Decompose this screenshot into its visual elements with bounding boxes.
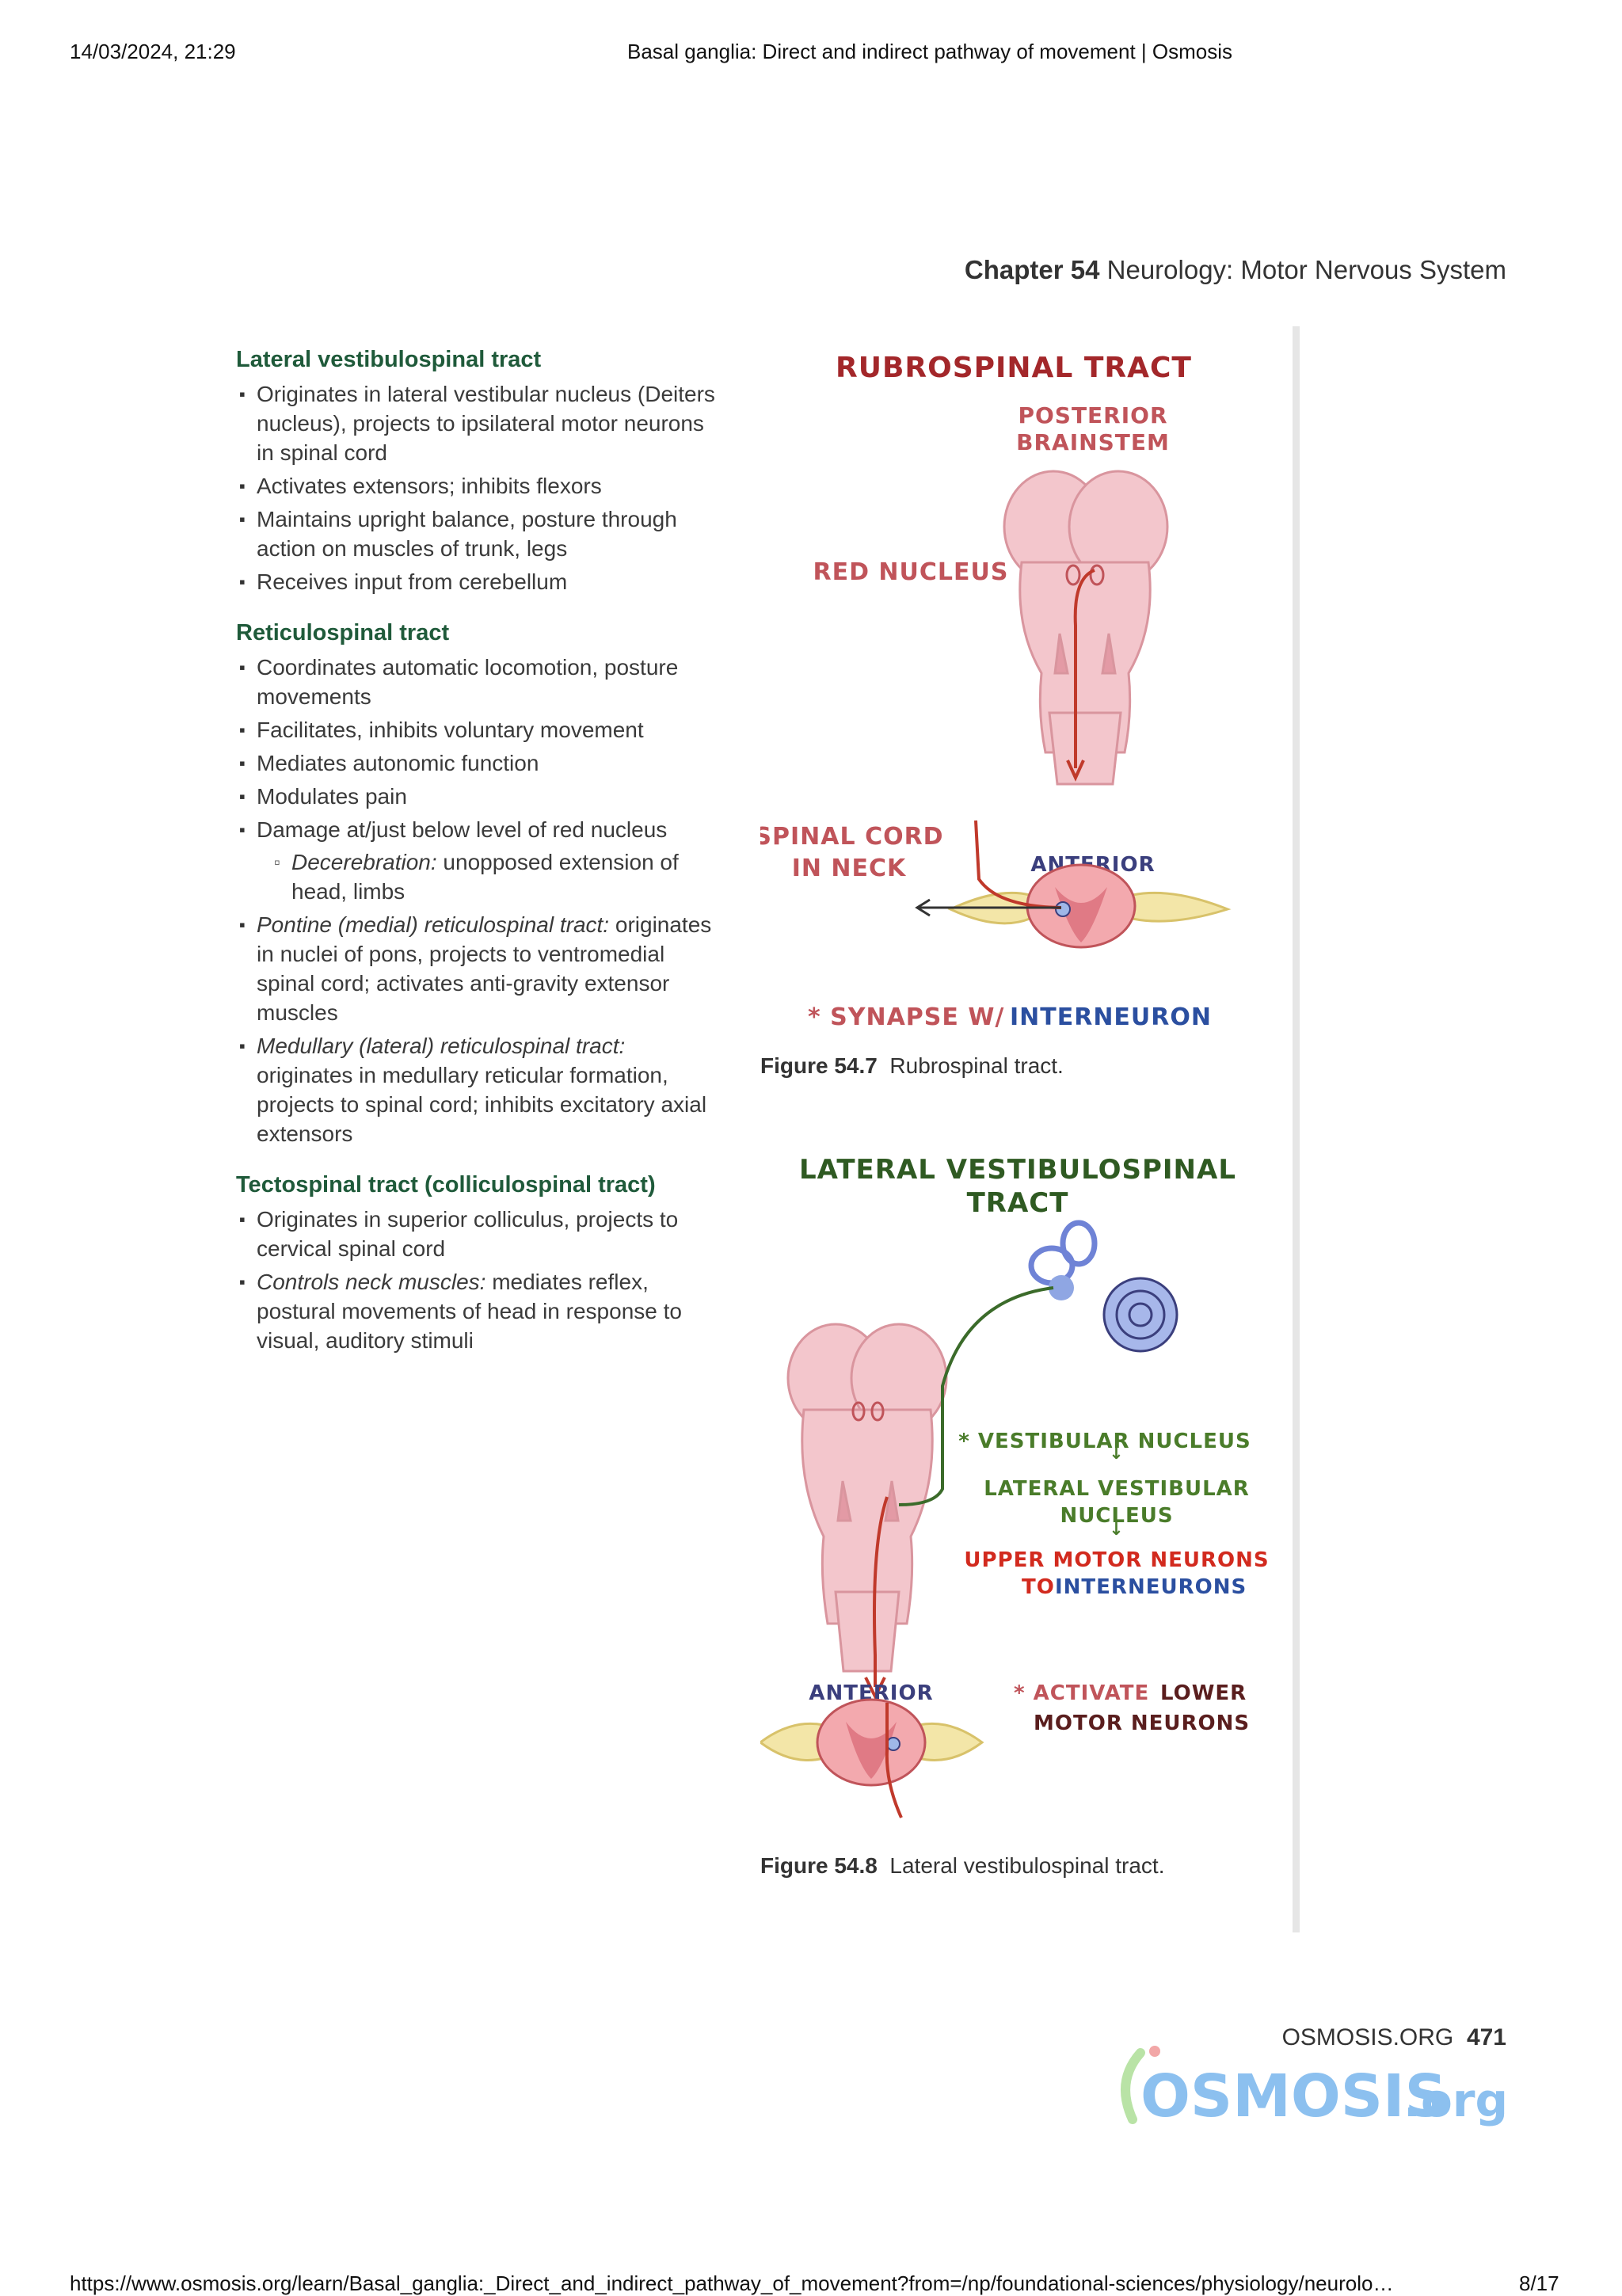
logo-arc bbox=[1121, 2048, 1145, 2124]
section-heading: Reticulospinal tract bbox=[236, 620, 450, 645]
bullet-item: Activates extensors; inhibits flexors bbox=[236, 471, 727, 501]
text-column: Lateral vestibulospinal tract Originates… bbox=[236, 345, 727, 1377]
bullet-item: Damage at/just below level of red nucleu… bbox=[236, 815, 727, 906]
arrow-down-glyph: ↓ bbox=[1109, 1444, 1124, 1464]
bullet-item: Receives input from cerebellum bbox=[236, 567, 727, 596]
label-posterior: POSTERIOR bbox=[1018, 402, 1167, 428]
tract-arrow bbox=[873, 1496, 889, 1687]
arrowhead bbox=[1066, 760, 1085, 782]
bullet-item: Originates in lateral vestibular nucleus… bbox=[236, 379, 727, 467]
arrow-down-glyph: ↓ bbox=[1109, 1520, 1124, 1540]
column-divider bbox=[1293, 326, 1300, 1932]
chapter-title: Neurology: Motor Nervous System bbox=[1106, 255, 1506, 284]
bullet-term: Decerebration: bbox=[291, 850, 437, 874]
vestibular-afferent bbox=[898, 1286, 1054, 1506]
bullet-item: Modulates pain bbox=[236, 782, 727, 811]
label-motor-neurons: MOTOR NEURONS bbox=[1034, 1712, 1250, 1735]
arrowhead bbox=[915, 898, 931, 917]
section-heading: Lateral vestibulospinal tract bbox=[236, 347, 542, 372]
rubrospinal-illustration: RUBROSPINAL TRACT POSTERIOR BRAINSTEM RE… bbox=[760, 352, 1232, 1031]
label-lower: LOWER bbox=[1160, 1681, 1247, 1705]
section-lateral-vestibulospinal: Lateral vestibulospinal tract Originates… bbox=[236, 345, 727, 596]
inner-ear-drawing bbox=[1028, 1220, 1178, 1353]
bullet-item: Coordinates automatic locomotion, postur… bbox=[236, 653, 727, 711]
bullet-term: Controls neck muscles: bbox=[257, 1270, 486, 1294]
bullet-term: Medullary (lateral) reticulospinal tract… bbox=[257, 1034, 626, 1058]
label-lateral-vestibular: LATERAL VESTIBULAR bbox=[984, 1477, 1250, 1501]
label-activate: * ACTIVATE bbox=[1014, 1681, 1149, 1705]
tract-arrow bbox=[1073, 569, 1095, 768]
figure-title-line1: LATERAL VESTIBULOSPINAL bbox=[799, 1154, 1236, 1186]
osmosis-logo: OSMOSIS .org bbox=[1109, 2034, 1508, 2141]
logo-dot bbox=[1149, 2046, 1160, 2057]
label-in-neck: IN NECK bbox=[792, 855, 907, 882]
figure-title-line2: TRACT bbox=[967, 1187, 1069, 1219]
page-number: 471 bbox=[1466, 2024, 1506, 2050]
bullet-text: mediates reflex, postural movements of h… bbox=[257, 1270, 682, 1353]
label-brainstem: BRAINSTEM bbox=[1016, 429, 1170, 455]
figure-title: RUBROSPINAL TRACT bbox=[836, 352, 1192, 384]
logo-text: OSMOSIS bbox=[1140, 2062, 1447, 2130]
note-synapse: * SYNAPSE W/ bbox=[808, 1003, 1004, 1031]
print-url: https://www.osmosis.org/learn/Basal_gang… bbox=[70, 2271, 1394, 2295]
sub-bullet-item: Decerebration: unopposed extension of he… bbox=[257, 847, 727, 906]
print-page-count: 8/17 bbox=[1519, 2271, 1559, 2295]
bullet-item: Controls neck muscles: mediates reflex, … bbox=[236, 1267, 727, 1355]
label-upper-motor-neurons: UPPER MOTOR NEURONS bbox=[964, 1548, 1267, 1572]
label-to: TO bbox=[1022, 1575, 1055, 1599]
section-reticulospinal: Reticulospinal tract Coordinates automat… bbox=[236, 619, 727, 1148]
caption-label: Figure 54.7 bbox=[760, 1053, 878, 1078]
note-interneuron: INTERNEURON bbox=[1010, 1003, 1212, 1031]
vestibulospinal-illustration: LATERAL VESTIBULOSPINAL TRACT * VES bbox=[760, 1154, 1267, 1818]
label-spinal-cord: SPINAL CORD bbox=[760, 823, 944, 851]
figure-rubrospinal: RUBROSPINAL TRACT POSTERIOR BRAINSTEM RE… bbox=[760, 341, 1267, 1079]
bullet-term: Pontine (medial) reticulospinal tract: bbox=[257, 912, 610, 937]
bullet-text: originates in nuclei of pons, projects t… bbox=[257, 912, 712, 1025]
chapter-header: Chapter 54 Neurology: Motor Nervous Syst… bbox=[965, 255, 1506, 285]
label-interneurons: INTERNEURONS bbox=[1055, 1575, 1247, 1599]
bullet-item: Pontine (medial) reticulospinal tract: o… bbox=[236, 910, 727, 1027]
bullet-item: Originates in superior colliculus, proje… bbox=[236, 1205, 727, 1263]
chapter-label: Chapter 54 bbox=[964, 255, 1100, 284]
arrowhead bbox=[864, 1677, 886, 1700]
bullet-item: Facilitates, inhibits voluntary movement bbox=[236, 715, 727, 744]
bullet-item: Mediates autonomic function bbox=[236, 748, 727, 778]
print-page-title: Basal ganglia: Direct and indirect pathw… bbox=[627, 40, 1232, 63]
site-name: OSMOSIS.ORG bbox=[1281, 2024, 1454, 2050]
page-number-block: OSMOSIS.ORG 471 bbox=[1282, 2024, 1506, 2051]
brainstem-drawing bbox=[1003, 470, 1169, 786]
bullet-text: unopposed extension of head, limbs bbox=[291, 850, 679, 904]
caption-label: Figure 54.8 bbox=[760, 1853, 878, 1878]
section-heading: Tectospinal tract (colliculospinal tract… bbox=[236, 1172, 656, 1197]
print-datetime: 14/03/2024, 21:29 bbox=[70, 40, 236, 63]
figure-lateral-vestibulospinal: LATERAL VESTIBULOSPINAL TRACT * VES bbox=[760, 1148, 1267, 1879]
spinal-cord-cross-section bbox=[760, 1698, 984, 1787]
bullet-text: Damage at/just below level of red nucleu… bbox=[257, 817, 668, 842]
section-tectospinal: Tectospinal tract (colliculospinal tract… bbox=[236, 1171, 727, 1355]
figure-caption: Figure 54.7 Rubrospinal tract. bbox=[760, 1053, 1267, 1079]
brainstem-drawing bbox=[786, 1323, 948, 1673]
figure-caption: Figure 54.8 Lateral vestibulospinal trac… bbox=[760, 1853, 1267, 1879]
bullet-text: originates in medullary reticular format… bbox=[257, 1063, 707, 1146]
bullet-item: Medullary (lateral) reticulospinal tract… bbox=[236, 1031, 727, 1148]
logo-suffix: .org bbox=[1403, 2073, 1505, 2127]
label-nucleus: NUCLEUS bbox=[1060, 1504, 1173, 1528]
bullet-item: Maintains upright balance, posture throu… bbox=[236, 505, 727, 563]
caption-text: Lateral vestibulospinal tract. bbox=[889, 1853, 1165, 1878]
caption-text: Rubrospinal tract. bbox=[889, 1053, 1064, 1078]
label-vestibular-nucleus: * VESTIBULAR NUCLEUS bbox=[958, 1430, 1251, 1453]
tract-descending bbox=[885, 1703, 903, 1818]
label-red-nucleus: RED NUCLEUS bbox=[813, 558, 1008, 586]
spinal-cord-cross-section bbox=[947, 863, 1232, 949]
